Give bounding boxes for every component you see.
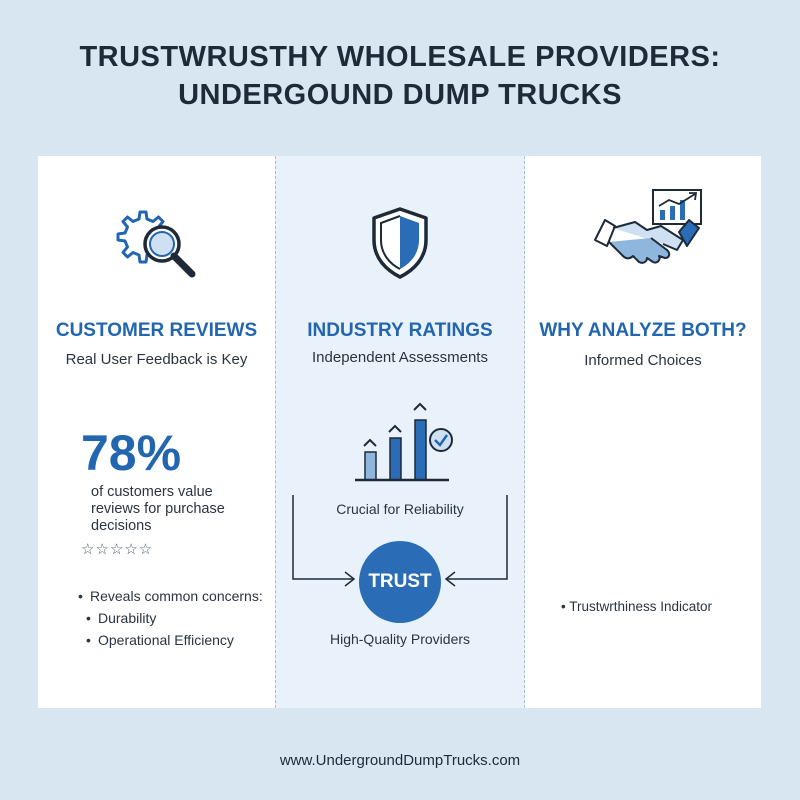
footer-url[interactable]: www.UndergroundDumpTrucks.com <box>279 752 521 769</box>
divider-left <box>275 156 276 708</box>
handshake-chart-icon <box>594 189 702 264</box>
reviews-heading: CUSTOMER REVIEWS <box>55 320 258 341</box>
reviews-stat-value: 78% <box>81 425 182 481</box>
page-title: TRUSTWRUSTHY WHOLESALE PROVIDERS: UNDERG… <box>0 38 800 114</box>
bar-chart-check-icon <box>355 402 453 482</box>
ratings-content: INDUSTRY RATINGS Independent Assessments… <box>275 156 525 708</box>
star-rating: ☆☆☆☆☆ <box>81 541 154 558</box>
trust-badge: TRUST <box>359 541 441 623</box>
reviews-sub-bullet-1: Durability <box>86 610 278 626</box>
analyze-content: WHY ANALYZE BOTH? Informed Choices • Tru… <box>525 156 761 708</box>
ratings-heading: INDUSTRY RATINGS <box>307 320 493 341</box>
reviews-content: CUSTOMER REVIEWS Real User Feedback is K… <box>38 156 275 708</box>
ratings-subheading: Independent Assessments <box>312 349 488 366</box>
divider-right <box>524 156 525 708</box>
analyze-bullet: • Trustwrthiness Indicator <box>561 599 713 614</box>
reviews-stat-text: of customers value reviews for purchase … <box>91 484 225 534</box>
title-line-1: TRUSTWRUSTHY WHOLESALE PROVIDERS: <box>79 41 721 73</box>
shield-icon <box>372 207 428 279</box>
reviews-bullets: Reveals common concerns: Durability Oper… <box>78 588 278 654</box>
analyze-heading: WHY ANALYZE BOTH? <box>539 320 747 341</box>
arrow-left-to-trust-icon <box>292 495 356 587</box>
analyze-bullet-text: Trustwrthiness Indicator <box>569 599 713 614</box>
arrow-right-to-trust-icon <box>444 495 508 587</box>
trust-badge-caption: High-Quality Providers <box>329 631 471 647</box>
ratings-crucial-label: Crucial for Reliability <box>336 501 464 517</box>
gear-magnifier-icon <box>116 210 196 278</box>
title-line-2: UNDERGOUND DUMP TRUCKS <box>178 79 622 111</box>
reviews-bullet: Reveals common concerns: <box>78 588 278 604</box>
reviews-sub-bullet-2: Operational Efficiency <box>86 632 278 648</box>
analyze-subheading: Informed Choices <box>584 352 702 369</box>
reviews-subheading: Real User Feedback is Key <box>65 351 248 368</box>
